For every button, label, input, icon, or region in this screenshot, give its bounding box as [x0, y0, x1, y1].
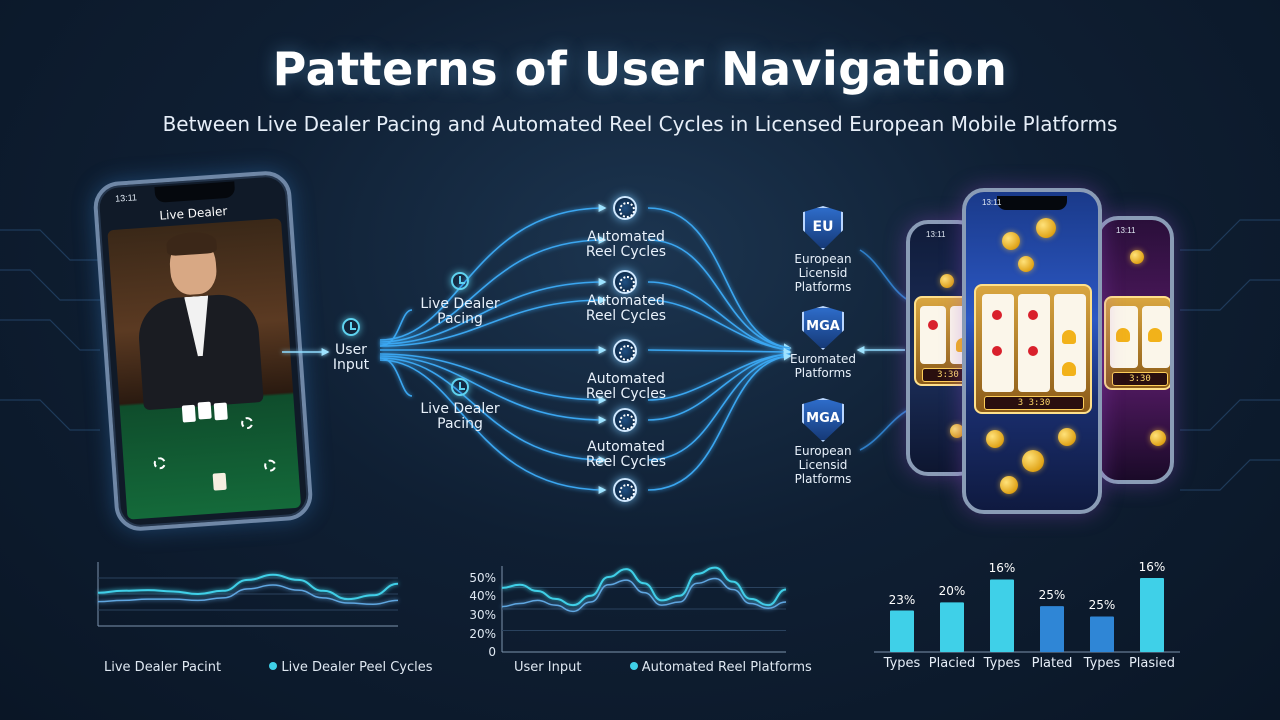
bar: [940, 602, 964, 652]
coin-icon: [1022, 450, 1044, 472]
slot-machine: 3:30: [1104, 296, 1170, 390]
node-icon: [613, 339, 637, 363]
node-icon: [613, 196, 637, 220]
coin-icon: [1150, 430, 1166, 446]
bar-category-label: Plasied: [1128, 656, 1176, 671]
series-line-0: [501, 566, 787, 607]
input-to-branch: [379, 309, 413, 347]
branch-label: Live Dealer Pacing: [420, 296, 500, 327]
phone-clock: 13:11: [926, 230, 946, 239]
shield-icon: MGA: [802, 398, 844, 442]
bar-category-label: Placied: [928, 656, 976, 671]
cycle-label: Automated Reel Cycles: [585, 371, 667, 402]
legend-label: Live Dealer Peel Cycles: [281, 660, 433, 675]
bar-category-label: Types: [983, 656, 1021, 671]
user-input-label: User Input: [332, 342, 370, 373]
coin-icon: [1036, 218, 1056, 238]
cherry-icon: [1028, 346, 1038, 356]
bar-value-label: 25%: [1088, 598, 1116, 613]
y-tick: 30%: [469, 608, 496, 622]
bar-value-label: 16%: [988, 561, 1016, 576]
cycle-label: Automated Reel Cycles: [585, 439, 667, 470]
cherry-icon: [1028, 310, 1038, 320]
bar-category-label: Types: [1083, 656, 1121, 671]
legend-label: Automated Reel Platforms: [641, 660, 812, 675]
cherry-icon: [992, 346, 1002, 356]
bar-category-label: Plated: [1031, 656, 1073, 671]
bar: [1040, 606, 1064, 652]
bell-icon: [1062, 362, 1076, 376]
coin-icon: [1058, 428, 1076, 446]
bar-category-label: Types: [883, 656, 921, 671]
y-tick: 40%: [469, 589, 496, 603]
page-title: Patterns of User Navigation: [272, 42, 1008, 96]
slot-phone-right: 13:11 3:30: [1096, 216, 1174, 484]
coin-icon: [950, 424, 964, 438]
branch-label: Live Dealer Pacing: [420, 401, 500, 432]
win-display: 3:30: [1112, 372, 1168, 386]
legend-label: User Input: [514, 660, 582, 675]
coin-icon: [1000, 476, 1018, 494]
cherry-icon: [992, 310, 1002, 320]
bar-value-label: 25%: [1038, 588, 1066, 603]
chart1-legend: Live Dealer Pacint Live Dealer Peel Cycl…: [104, 660, 433, 675]
clock-icon: [451, 272, 469, 290]
y-tick: 50%: [469, 571, 496, 585]
win-display: 3 3:30: [984, 396, 1084, 410]
node-icon: [613, 408, 637, 432]
platform-label: European Licensid Platforms: [794, 444, 852, 486]
cycle-label: Automated Reel Cycles: [585, 293, 667, 324]
chart2-legend: User Input Automated Reel Platforms: [514, 660, 812, 675]
reel: [1018, 294, 1050, 392]
series-line-1: [97, 584, 399, 605]
bar: [1090, 616, 1114, 652]
coin-icon: [1002, 232, 1020, 250]
phone-clock: 13:11: [982, 198, 1002, 207]
coin-icon: [986, 430, 1004, 448]
input-to-branch: [379, 357, 413, 397]
reel: [982, 294, 1014, 392]
node-icon: [613, 270, 637, 294]
cherry-icon: [928, 320, 938, 330]
input-icon: [342, 318, 360, 336]
platform-label: Euromated Platforms: [790, 352, 856, 380]
bell-icon: [1148, 328, 1162, 342]
bar: [890, 610, 914, 652]
clock-icon: [451, 378, 469, 396]
bar-value-label: 23%: [888, 592, 916, 607]
bar: [990, 579, 1014, 652]
legend-dot-icon: [629, 662, 638, 670]
page-subtitle: Between Live Dealer Pacing and Automated…: [162, 112, 1118, 136]
bell-icon: [1062, 330, 1076, 344]
bell-icon: [1116, 328, 1130, 342]
series-line-0: [97, 573, 399, 601]
bar-value-label: 20%: [938, 584, 966, 599]
slot-phone-center: 13:11 3 3:30: [962, 188, 1102, 514]
slot-machine: 3 3:30: [974, 284, 1092, 414]
reel: [920, 306, 946, 364]
bar-chart: [874, 578, 1180, 653]
series-line-1: [501, 577, 787, 613]
phone-notch: [997, 196, 1067, 210]
legend-dot-icon: [269, 662, 278, 670]
legend-label: Live Dealer Pacint: [104, 660, 222, 675]
bar: [1140, 578, 1164, 652]
line-chart-1: [97, 562, 399, 627]
platform-label: European Licensid Platforms: [794, 252, 852, 294]
coin-icon: [1130, 250, 1144, 264]
cycle-label: Automated Reel Cycles: [585, 229, 667, 260]
y-tick: 20%: [469, 627, 496, 641]
bar-value-label: 16%: [1138, 560, 1166, 574]
line-chart-2: [501, 566, 787, 653]
phone-clock: 13:11: [1116, 226, 1136, 235]
y-tick: 0: [488, 645, 496, 659]
coin-icon: [940, 274, 954, 288]
coin-icon: [1018, 256, 1034, 272]
node-icon: [613, 478, 637, 502]
